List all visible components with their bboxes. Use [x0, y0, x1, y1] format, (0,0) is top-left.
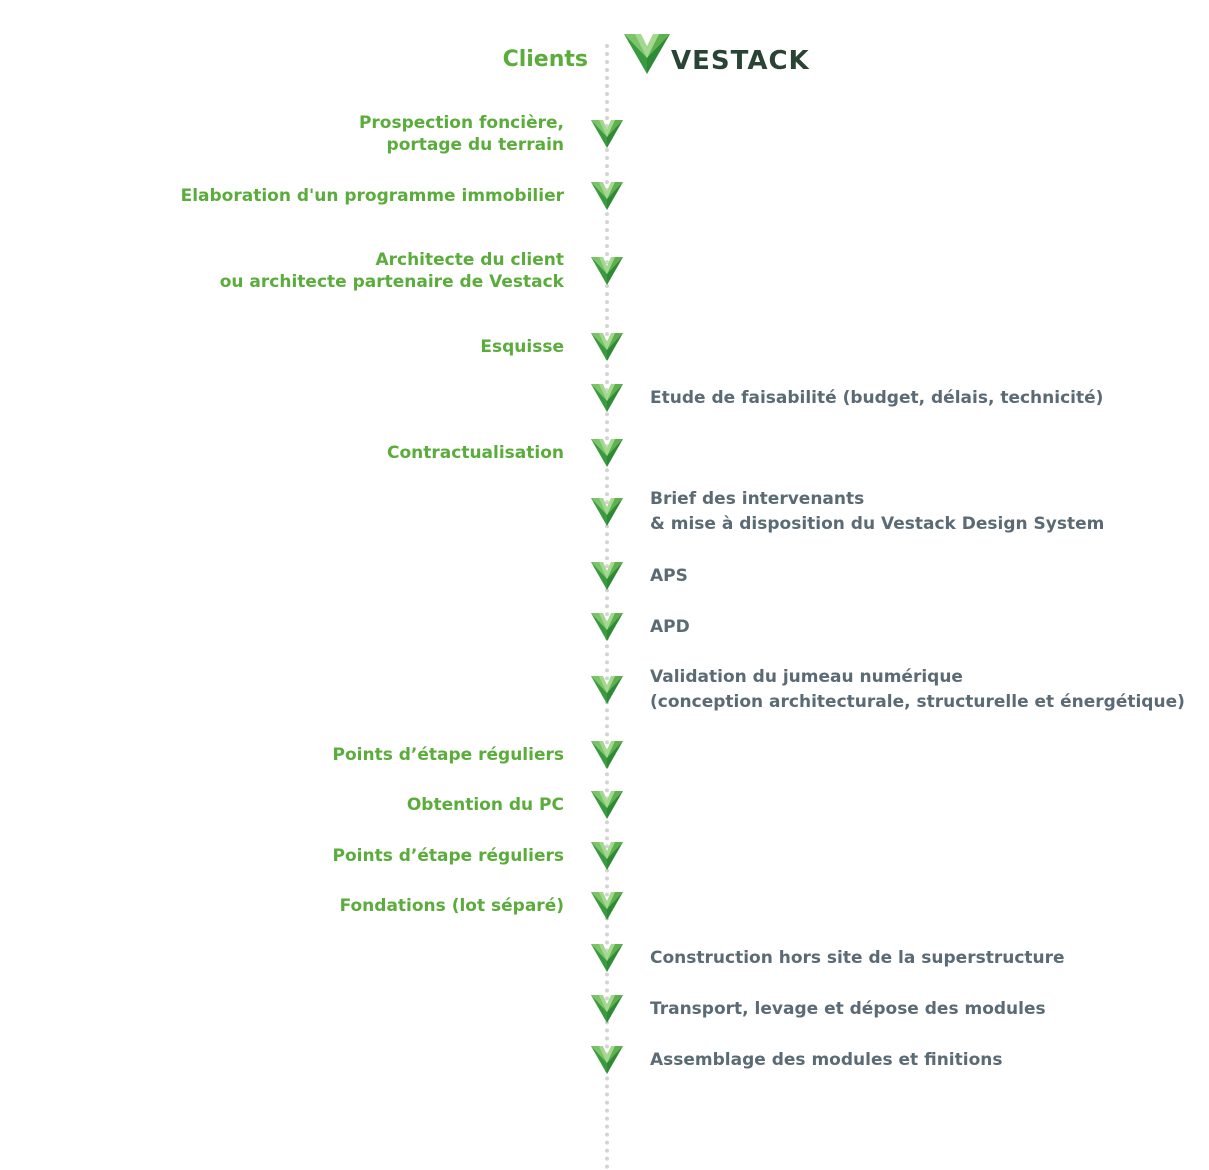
client-step-label: Fondations (lot séparé) — [340, 895, 564, 917]
step-label-line: Elaboration d'un programme immobilier — [180, 186, 564, 206]
vestack-v-icon — [591, 944, 623, 972]
vestack-step-label: APS — [650, 564, 688, 589]
vestack-v-icon — [591, 439, 623, 467]
step-label-line: ou architecte partenaire de Vestack — [219, 272, 564, 292]
step-label-line: APS — [650, 565, 688, 586]
vestack-v-icon — [591, 995, 623, 1023]
vestack-v-icon — [591, 741, 623, 769]
clients-column-title: Clients — [502, 47, 588, 72]
client-step-label: Esquisse — [480, 336, 564, 358]
vestack-v-icon — [591, 257, 623, 285]
step-label-line: Transport, levage et dépose des modules — [650, 998, 1046, 1019]
client-step-label: Obtention du PC — [407, 794, 564, 816]
step-label-line: Etude de faisabilité (budget, délais, te… — [650, 387, 1104, 408]
step-label-line: Points d’étape réguliers — [332, 846, 564, 866]
step-label-line: Points d’étape réguliers — [332, 745, 564, 765]
client-step-label: Prospection foncière,portage du terrain — [359, 112, 564, 156]
vestack-v-icon — [591, 182, 623, 210]
vestack-v-icon — [591, 333, 623, 361]
step-label-line: Architecte du client — [375, 250, 564, 270]
step-label-line: Prospection foncière, — [358, 113, 564, 133]
vestack-v-icon — [591, 120, 623, 148]
step-label-line: Esquisse — [480, 337, 564, 357]
vestack-v-icon — [591, 498, 623, 526]
vestack-step-label: Transport, levage et dépose des modules — [650, 997, 1046, 1022]
step-label-line: (conception architecturale, structurelle… — [650, 692, 1185, 712]
brand-name: VESTACK — [671, 46, 810, 76]
vestack-logo-icon — [624, 34, 670, 74]
step-label-line: APD — [650, 616, 690, 637]
vestack-v-icon — [591, 562, 623, 590]
step-label-line: Brief des intervenants — [650, 489, 865, 509]
step-label-line: Validation du jumeau numérique — [650, 667, 963, 687]
vestack-step-label: Validation du jumeau numérique (conceptio… — [650, 665, 1185, 715]
client-step-label: Points d’étape réguliers — [333, 845, 564, 867]
vestack-v-icon — [591, 791, 623, 819]
client-step-label: Points d’étape réguliers — [333, 744, 564, 766]
vestack-v-icon — [591, 892, 623, 920]
vestack-logo: VESTACK — [624, 34, 810, 74]
step-label-line: & mise à disposition du Vestack Design S… — [650, 514, 1105, 534]
vestack-v-icon — [591, 676, 623, 704]
vestack-v-icon — [591, 842, 623, 870]
vestack-step-label: Brief des intervenants & mise à dispositi… — [650, 487, 1104, 537]
vestack-step-label: Assemblage des modules et finitions — [650, 1048, 1002, 1073]
step-label-line: Contractualisation — [387, 443, 564, 463]
client-step-label: Elaboration d'un programme immobilier — [181, 185, 564, 207]
timeline-dotted-line — [605, 44, 609, 1170]
vestack-step-label: Construction hors site de la superstruct… — [650, 946, 1065, 971]
vestack-v-icon — [591, 1046, 623, 1074]
vestack-v-icon — [591, 384, 623, 412]
client-step-label: Contractualisation — [387, 442, 564, 464]
step-label-line: Obtention du PC — [406, 795, 564, 815]
vestack-step-label: APD — [650, 615, 690, 640]
step-label-line: portage du terrain — [386, 135, 564, 155]
step-label-line: Construction hors site de la superstruct… — [650, 947, 1065, 968]
vestack-step-label: Etude de faisabilité (budget, délais, te… — [650, 386, 1103, 411]
step-label-line: Fondations (lot séparé) — [339, 896, 564, 916]
step-label-line: Assemblage des modules et finitions — [650, 1049, 1003, 1070]
vestack-v-icon — [591, 613, 623, 641]
